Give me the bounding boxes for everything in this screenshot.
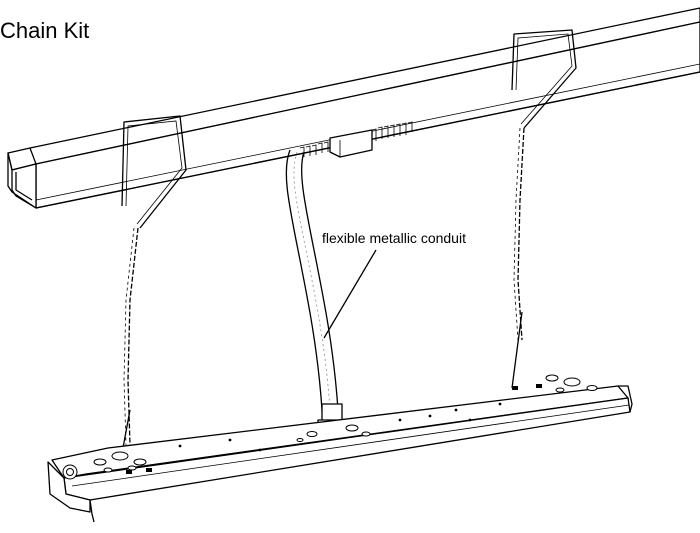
diagram-title: Chain Kit — [0, 18, 90, 43]
strut-front-face — [11, 21, 700, 209]
left-chain — [117, 115, 187, 476]
right-chain — [511, 29, 577, 389]
strut-channel — [7, 7, 700, 209]
fixture-end-cap — [47, 461, 91, 513]
junction-box — [299, 121, 413, 158]
light-fixture — [47, 374, 633, 523]
conduit-callout-label: flexible metallic conduit — [322, 230, 466, 246]
flexible-metallic-conduit — [285, 149, 345, 431]
callout-leader-line — [323, 249, 377, 339]
